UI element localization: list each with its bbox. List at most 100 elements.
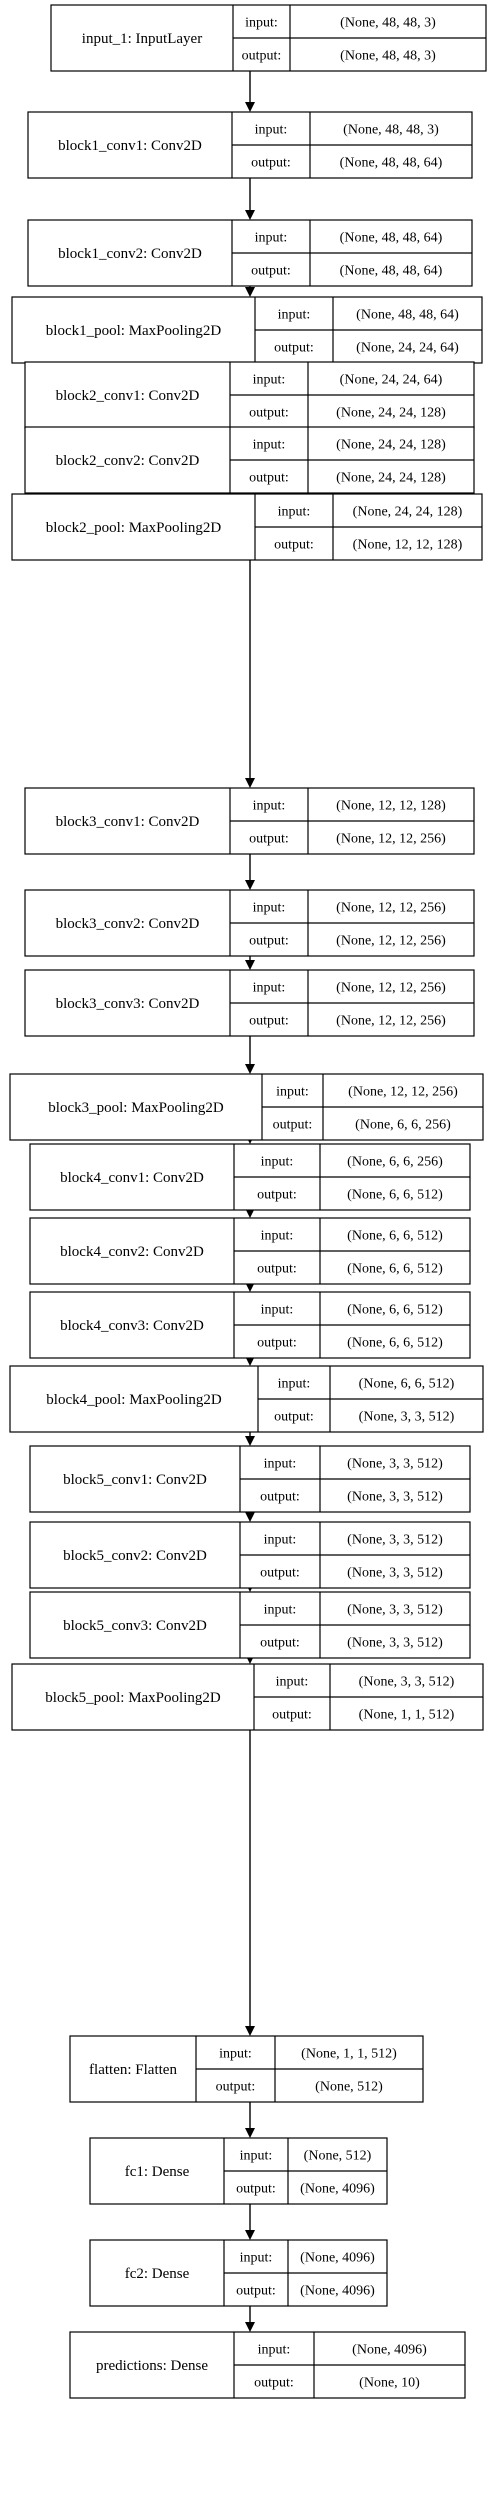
output-label: output:: [260, 1490, 300, 1505]
input-shape: (None, 3, 3, 512): [347, 1457, 443, 1472]
layer-node: block5_conv2: Conv2Dinput:output:(None, …: [29, 1521, 471, 1589]
output-label: output:: [257, 1336, 297, 1351]
input-shape: (None, 12, 12, 128): [336, 799, 446, 814]
layer-node: block3_conv1: Conv2Dinput:output:(None, …: [24, 787, 475, 855]
output-label: output:: [249, 471, 289, 486]
input-shape: (None, 24, 24, 64): [340, 373, 443, 388]
output-shape: (None, 12, 12, 256): [336, 934, 446, 949]
output-shape: (None, 6, 6, 512): [347, 1188, 443, 1203]
layer-node: block3_conv2: Conv2Dinput:output:(None, …: [24, 889, 475, 957]
layer-node: block3_pool: MaxPooling2Dinput:output:(N…: [9, 1073, 484, 1141]
layer-name: block2_conv2: Conv2D: [56, 453, 200, 469]
output-shape: (None, 4096): [300, 2182, 375, 2197]
input-label: input:: [253, 373, 286, 388]
output-label: output:: [249, 934, 289, 949]
input-shape: (None, 3, 3, 512): [359, 1675, 455, 1690]
connection-arrow: [245, 286, 255, 297]
layer-name: block4_conv3: Conv2D: [60, 1318, 204, 1334]
output-label: output:: [249, 406, 289, 421]
arrow-head: [245, 960, 255, 970]
input-shape: (None, 12, 12, 256): [336, 981, 446, 996]
layer-node: block5_conv3: Conv2Dinput:output:(None, …: [29, 1591, 471, 1659]
layer-node: block5_pool: MaxPooling2Dinput:output:(N…: [11, 1663, 484, 1731]
input-label: input:: [278, 505, 311, 520]
output-label: output:: [274, 1410, 314, 1425]
layer-name: block5_conv1: Conv2D: [63, 1472, 207, 1488]
output-label: output:: [216, 2080, 256, 2095]
output-label: output:: [257, 1188, 297, 1203]
input-shape: (None, 3, 3, 512): [347, 1533, 443, 1548]
input-shape: (None, 48, 48, 3): [343, 123, 439, 138]
input-label: input:: [245, 16, 278, 31]
connection-arrow: [245, 1432, 255, 1446]
input-label: input:: [264, 1603, 297, 1618]
connection-arrow: [245, 178, 255, 220]
input-label: input:: [253, 799, 286, 814]
input-label: input:: [276, 1085, 309, 1100]
input-shape: (None, 6, 6, 512): [347, 1229, 443, 1244]
output-shape: (None, 3, 3, 512): [359, 1410, 455, 1425]
arrow-head: [245, 2026, 255, 2036]
output-label: output:: [251, 264, 291, 279]
output-shape: (None, 48, 48, 64): [340, 156, 443, 171]
arrow-head: [245, 2128, 255, 2138]
input-shape: (None, 6, 6, 512): [347, 1303, 443, 1318]
input-label: input:: [255, 123, 288, 138]
output-shape: (None, 1, 1, 512): [359, 1708, 455, 1723]
output-label: output:: [236, 2182, 276, 2197]
arrow-head: [245, 102, 255, 112]
layer-name: block2_conv1: Conv2D: [56, 388, 200, 404]
layer-name: block1_conv1: Conv2D: [58, 138, 202, 154]
arrow-head: [245, 1512, 255, 1522]
input-label: input:: [253, 438, 286, 453]
input-shape: (None, 6, 6, 256): [347, 1155, 443, 1170]
layer-name: predictions: Dense: [96, 2358, 208, 2374]
output-shape: (None, 6, 6, 512): [347, 1336, 443, 1351]
layer-name: block3_conv2: Conv2D: [56, 916, 200, 932]
layer-node: block1_pool: MaxPooling2Dinput:output:(N…: [11, 296, 483, 364]
input-label: input:: [261, 1229, 294, 1244]
output-shape: (None, 24, 24, 64): [356, 341, 459, 356]
output-label: output:: [274, 538, 314, 553]
connection-arrow: [245, 1730, 255, 2036]
layer-name: fc1: Dense: [125, 2164, 190, 2180]
output-shape: (None, 3, 3, 512): [347, 1636, 443, 1651]
layer-name: input_1: InputLayer: [82, 31, 202, 47]
arrow-head: [245, 2230, 255, 2240]
layer-node: block1_conv2: Conv2D input: output: (None, …: [27, 219, 473, 287]
layer-name: block1_conv2: Conv2D: [58, 246, 202, 262]
output-shape: (None, 48, 48, 64): [340, 264, 443, 279]
output-label: output:: [242, 49, 282, 64]
connection-arrow: [245, 1036, 255, 1074]
output-shape: (None, 3, 3, 512): [347, 1566, 443, 1581]
output-label: output:: [236, 2284, 276, 2299]
input-label: input:: [240, 2251, 273, 2266]
layer-name: block3_conv3: Conv2D: [56, 996, 200, 1012]
output-shape: (None, 12, 12, 128): [353, 538, 463, 553]
output-label: output:: [249, 832, 289, 847]
layer-name: block5_conv2: Conv2D: [63, 1548, 207, 1564]
output-shape: (None, 12, 12, 256): [336, 832, 446, 847]
input-shape: (None, 512): [304, 2149, 372, 2164]
input-label: input:: [255, 231, 288, 246]
input-shape: (None, 6, 6, 512): [359, 1377, 455, 1392]
connection-arrow: [245, 560, 255, 788]
input-label: input:: [278, 308, 311, 323]
input-label: input:: [258, 2343, 291, 2358]
connection-arrow: [245, 2102, 255, 2138]
connection-arrow: [245, 1512, 255, 1522]
layer-name: block5_conv3: Conv2D: [63, 1618, 207, 1634]
output-shape: (None, 512): [315, 2080, 383, 2095]
layer-name: block5_pool: MaxPooling2D: [45, 1690, 221, 1706]
layer-node: block2_conv2: Conv2Dinput:output:(None, …: [24, 426, 475, 494]
layer-name: block2_pool: MaxPooling2D: [46, 520, 222, 536]
layer-name: block4_conv1: Conv2D: [60, 1170, 204, 1186]
input-shape: (None, 12, 12, 256): [336, 901, 446, 916]
layer-name: flatten: Flatten: [89, 2062, 177, 2078]
layer-node: block4_conv3: Conv2Dinput:output:(None, …: [29, 1291, 471, 1359]
arrow-head: [245, 287, 255, 297]
